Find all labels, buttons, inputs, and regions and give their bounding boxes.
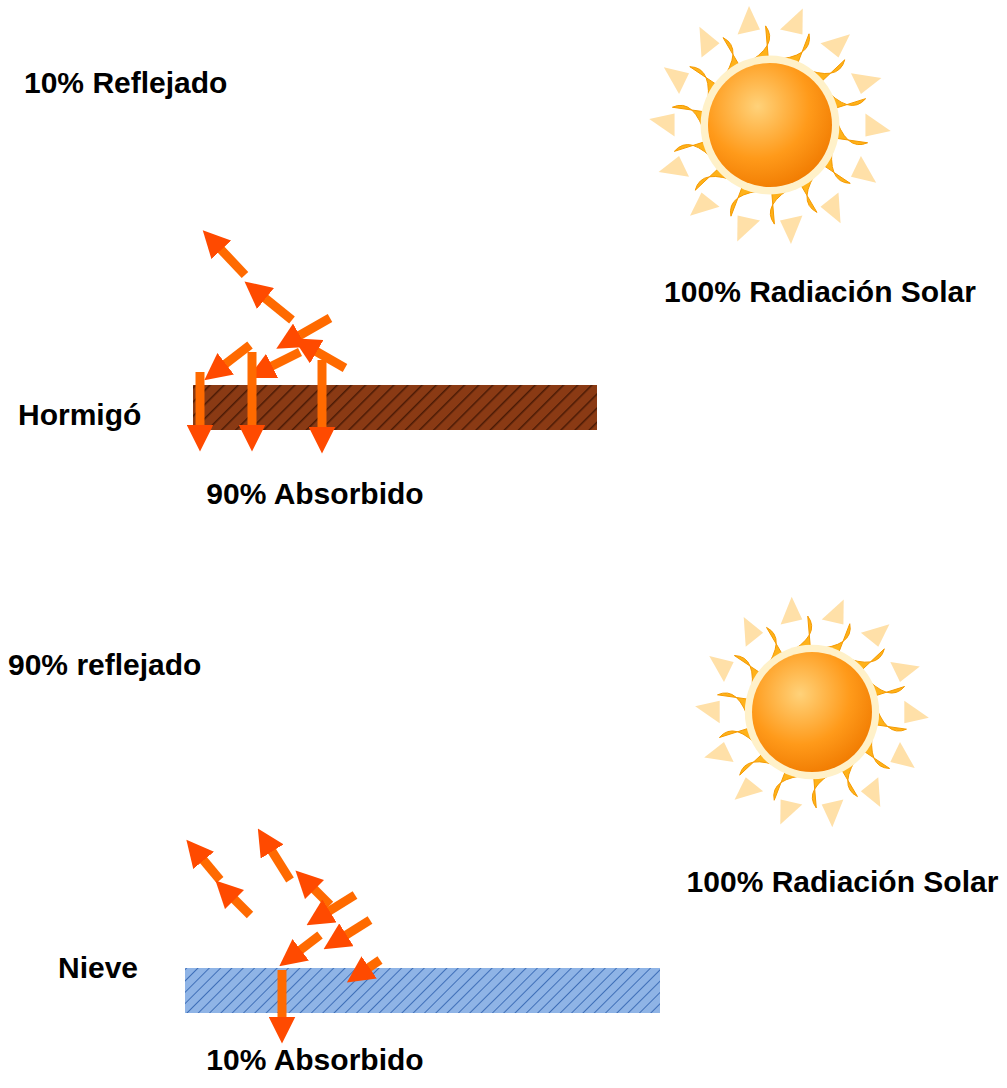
percent-label: 90% reflejado: [8, 645, 201, 685]
sun-ray: [690, 192, 720, 215]
sun-disc: [752, 652, 872, 772]
surface-label: Nieve: [58, 948, 138, 988]
sun-ray: [738, 6, 760, 35]
sun-ray: [780, 9, 803, 35]
sun-ray: [744, 617, 763, 647]
sun-ray: [735, 777, 764, 799]
sun-ray: [890, 662, 919, 682]
sun-ray: [904, 701, 929, 723]
source-label: 100% Radiación Solar: [685, 862, 1000, 902]
sun-halo: [701, 56, 840, 195]
sun: [695, 597, 929, 827]
sun-ray: [861, 777, 880, 807]
sun-ray: [780, 215, 802, 244]
sun-ray: [699, 27, 719, 58]
sun-ray: [704, 742, 733, 762]
sun-ray: [861, 624, 890, 646]
sun-ray: [851, 73, 881, 94]
sun: [649, 6, 890, 244]
sun-ray: [822, 599, 844, 624]
radiation-arrows: [195, 240, 380, 1030]
sun-ray: [865, 113, 890, 136]
sun-ray: [890, 742, 914, 768]
surface-label: Hormigó: [18, 395, 141, 435]
sun-ray: [737, 215, 760, 241]
sun-ray: [780, 800, 802, 825]
snow-band: [185, 968, 660, 1013]
sun-ray: [820, 34, 850, 57]
sun-halo: [745, 645, 879, 779]
sun-ray: [709, 656, 733, 682]
sun-ray: [659, 156, 689, 177]
sun-ray: [649, 113, 674, 136]
percent-label: 10% Absorbido: [175, 1040, 455, 1080]
sun-ray: [851, 156, 876, 183]
sun-ray: [695, 701, 720, 723]
sun-ray: [781, 597, 803, 625]
percent-label: 90% Absorbido: [175, 474, 455, 514]
sun-ray: [664, 67, 689, 94]
percent-label: 10% Reflejado: [24, 63, 227, 103]
sun-disc: [708, 63, 832, 187]
sun-ray: [822, 800, 844, 828]
source-label: 100% Radiación Solar: [650, 272, 990, 312]
sun-ray: [820, 192, 840, 223]
